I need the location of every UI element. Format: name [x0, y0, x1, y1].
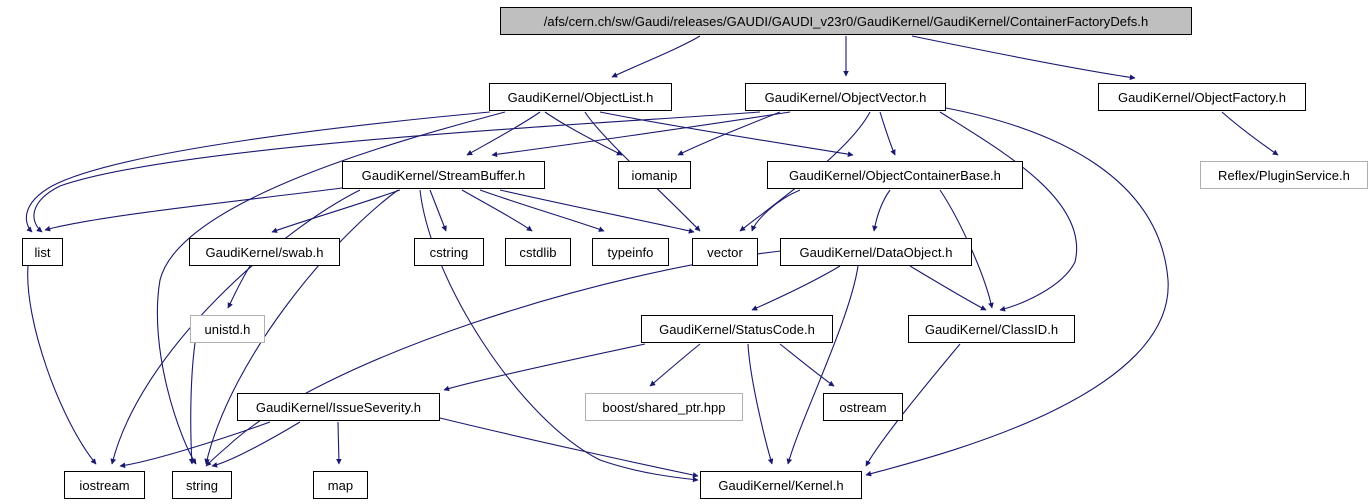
node-iomanip[interactable]: iomanip	[618, 161, 691, 189]
edge-objectvector-to-iomanip	[677, 111, 781, 156]
edge-issueseverity-to-map	[336, 421, 342, 465]
edge-statuscode-to-sharedptr	[649, 343, 701, 387]
node-dataobject[interactable]: GaudiKernel/DataObject.h	[780, 238, 972, 266]
edge-objectvector-to-classid	[939, 111, 1078, 312]
edge-containerbase-to-dataobject	[872, 189, 891, 232]
node-streambuffer[interactable]: GaudiKernel/StreamBuffer.h	[342, 161, 545, 189]
edge-dataobject-to-string	[205, 249, 791, 467]
edge-statuscode-to-issueseverity	[443, 343, 646, 392]
edge-issueseverity-to-kernel	[439, 417, 699, 478]
edge-swab-to-unistd	[227, 265, 251, 309]
edge-streambuffer-to-string	[204, 189, 399, 465]
node-pluginservice[interactable]: Reflex/PluginService.h	[1200, 161, 1368, 189]
node-iostream[interactable]: iostream	[64, 471, 145, 499]
edge-streambuffer-to-list	[44, 187, 343, 232]
edge-statuscode-to-ostream	[779, 343, 835, 387]
node-ostream[interactable]: ostream	[823, 393, 903, 421]
edge-streambuffer-to-cstdlib	[461, 189, 533, 232]
edge-issueseverity-to-string	[211, 421, 301, 468]
edges-group	[25, 35, 1279, 483]
node-typeinfo[interactable]: typeinfo	[592, 238, 669, 266]
edge-issueseverity-to-iostream	[119, 421, 271, 469]
edge-objectvector-to-containerbase	[879, 111, 896, 156]
node-issueseverity[interactable]: GaudiKernel/IssueSeverity.h	[237, 393, 440, 421]
edge-root-to-objectfactory	[911, 35, 1136, 81]
node-unistd[interactable]: unistd.h	[190, 315, 265, 343]
edge-statuscode-to-kernel	[747, 343, 774, 465]
node-objectlist[interactable]: GaudiKernel/ObjectList.h	[489, 83, 672, 111]
node-vector[interactable]: vector	[692, 238, 758, 266]
edge-objectvector-to-streambuffer	[491, 111, 791, 158]
edge-objectlist-to-streambuffer	[466, 111, 541, 156]
node-kernel[interactable]: GaudiKernel/Kernel.h	[700, 471, 862, 499]
node-cstdlib[interactable]: cstdlib	[505, 238, 571, 266]
node-map[interactable]: map	[313, 471, 368, 499]
node-root[interactable]: /afs/cern.ch/sw/Gaudi/releases/GAUDI/GAU…	[500, 7, 1192, 35]
edge-objectlist-to-string	[156, 111, 506, 465]
node-classid[interactable]: GaudiKernel/ClassID.h	[908, 315, 1075, 343]
edge-streambuffer-to-swab	[271, 189, 401, 233]
edge-list-to-iostream	[27, 265, 97, 465]
edge-classid-to-kernel	[865, 343, 961, 467]
edge-objectvector-to-list	[33, 111, 761, 233]
node-sharedptr[interactable]: boost/shared_ptr.hpp	[585, 393, 743, 421]
edge-objectfactory-to-pluginservice	[1221, 111, 1279, 156]
edge-streambuffer-to-typeinfo	[479, 189, 605, 232]
node-swab[interactable]: GaudiKernel/swab.h	[189, 238, 340, 266]
node-cstring[interactable]: cstring	[414, 238, 484, 266]
node-list[interactable]: list	[22, 238, 63, 266]
node-statuscode[interactable]: GaudiKernel/StatusCode.h	[641, 315, 833, 343]
edge-root-to-objectlist	[611, 35, 701, 78]
edge-objectlist-to-containerbase	[599, 111, 854, 157]
edge-streambuffer-to-iostream	[110, 189, 361, 465]
edge-objectvector-to-kernel	[865, 107, 1169, 477]
edge-dataobject-to-classid	[909, 265, 987, 311]
edge-objectlist-to-list	[25, 111, 491, 233]
edge-dataobject-to-statuscode	[751, 265, 841, 311]
edge-streambuffer-to-vector	[499, 189, 695, 234]
edge-unistd-to-string	[188, 342, 196, 465]
node-objectvector[interactable]: GaudiKernel/ObjectVector.h	[745, 83, 946, 111]
node-objectfactory[interactable]: GaudiKernel/ObjectFactory.h	[1098, 83, 1306, 111]
node-string[interactable]: string	[172, 471, 232, 499]
node-containerbase[interactable]: GaudiKernel/ObjectContainerBase.h	[767, 161, 1023, 189]
edge-streambuffer-to-cstring	[429, 189, 447, 232]
edge-containerbase-to-vector	[751, 189, 801, 232]
edge-objectlist-to-iomanip	[544, 111, 623, 156]
edge-dataobject-to-kernel	[786, 265, 859, 465]
